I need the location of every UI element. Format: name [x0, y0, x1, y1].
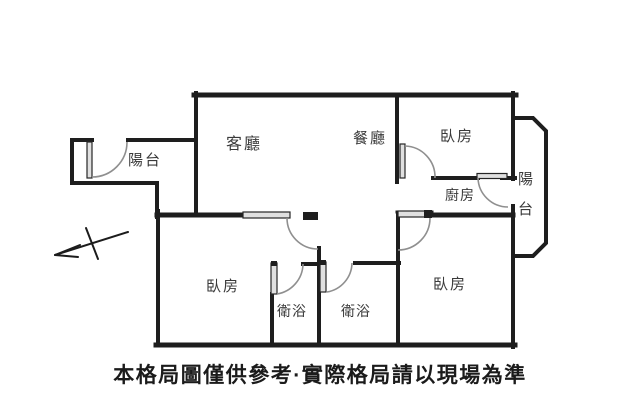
door-arc-bedroom-br: [397, 217, 431, 251]
compass-barb-lower: [54, 254, 79, 258]
door-arc-kitchen: [477, 177, 509, 208]
door-leaves: [86, 141, 508, 295]
compass-arrow: [54, 227, 129, 260]
label-bathroom-right: 衛浴: [341, 303, 371, 319]
label-balcony-right: 陽台: [517, 171, 533, 218]
label-bathroom-left: 衛浴: [277, 303, 307, 319]
door-leaf-bedroom-bl: [242, 211, 291, 219]
disclaimer-caption: 本格局圖僅供參考·實際格局請以現場為準: [113, 364, 527, 387]
hinge-block-bath-left: [271, 261, 277, 266]
wall-balcony-left: [70, 138, 159, 219]
hinge-block-bath-right: [320, 260, 326, 265]
door-arcs: [91, 141, 509, 295]
door-leaf-bath-left: [270, 262, 278, 295]
label-bedroom-bottom-right: 臥房: [433, 276, 468, 293]
door-leaf-balcony-left: [86, 141, 93, 179]
label-living-room: 客廳: [226, 136, 263, 153]
door-leaf-kitchen: [476, 172, 508, 180]
door-arc-bedroom-bl: [286, 217, 319, 250]
label-kitchen: 廚房: [445, 187, 475, 203]
label-bedroom-bottom-left: 臥房: [206, 278, 241, 295]
compass-cross-line: [85, 227, 99, 260]
door-arc-bath-right: [326, 262, 353, 293]
label-balcony-left: 陽台: [128, 152, 163, 169]
label-bedroom-top-right: 臥房: [440, 128, 475, 145]
door-hinge-blocks: [271, 210, 432, 266]
door-arc-bath-left: [276, 263, 304, 295]
wall-balcony-right: [512, 116, 548, 258]
door-arc-bedroom-tr: [404, 145, 436, 179]
door-arc-balcony-left: [91, 141, 128, 178]
hinge-block-bedroom-br: [424, 210, 432, 218]
compass-barb-upper: [54, 244, 81, 256]
door-leaf-bedroom-tr: [399, 143, 406, 179]
label-dining-room: 餐廳: [353, 130, 388, 147]
door-leaf-bath-right: [319, 261, 327, 293]
hinge-block-bedroom-bl: [303, 212, 318, 220]
